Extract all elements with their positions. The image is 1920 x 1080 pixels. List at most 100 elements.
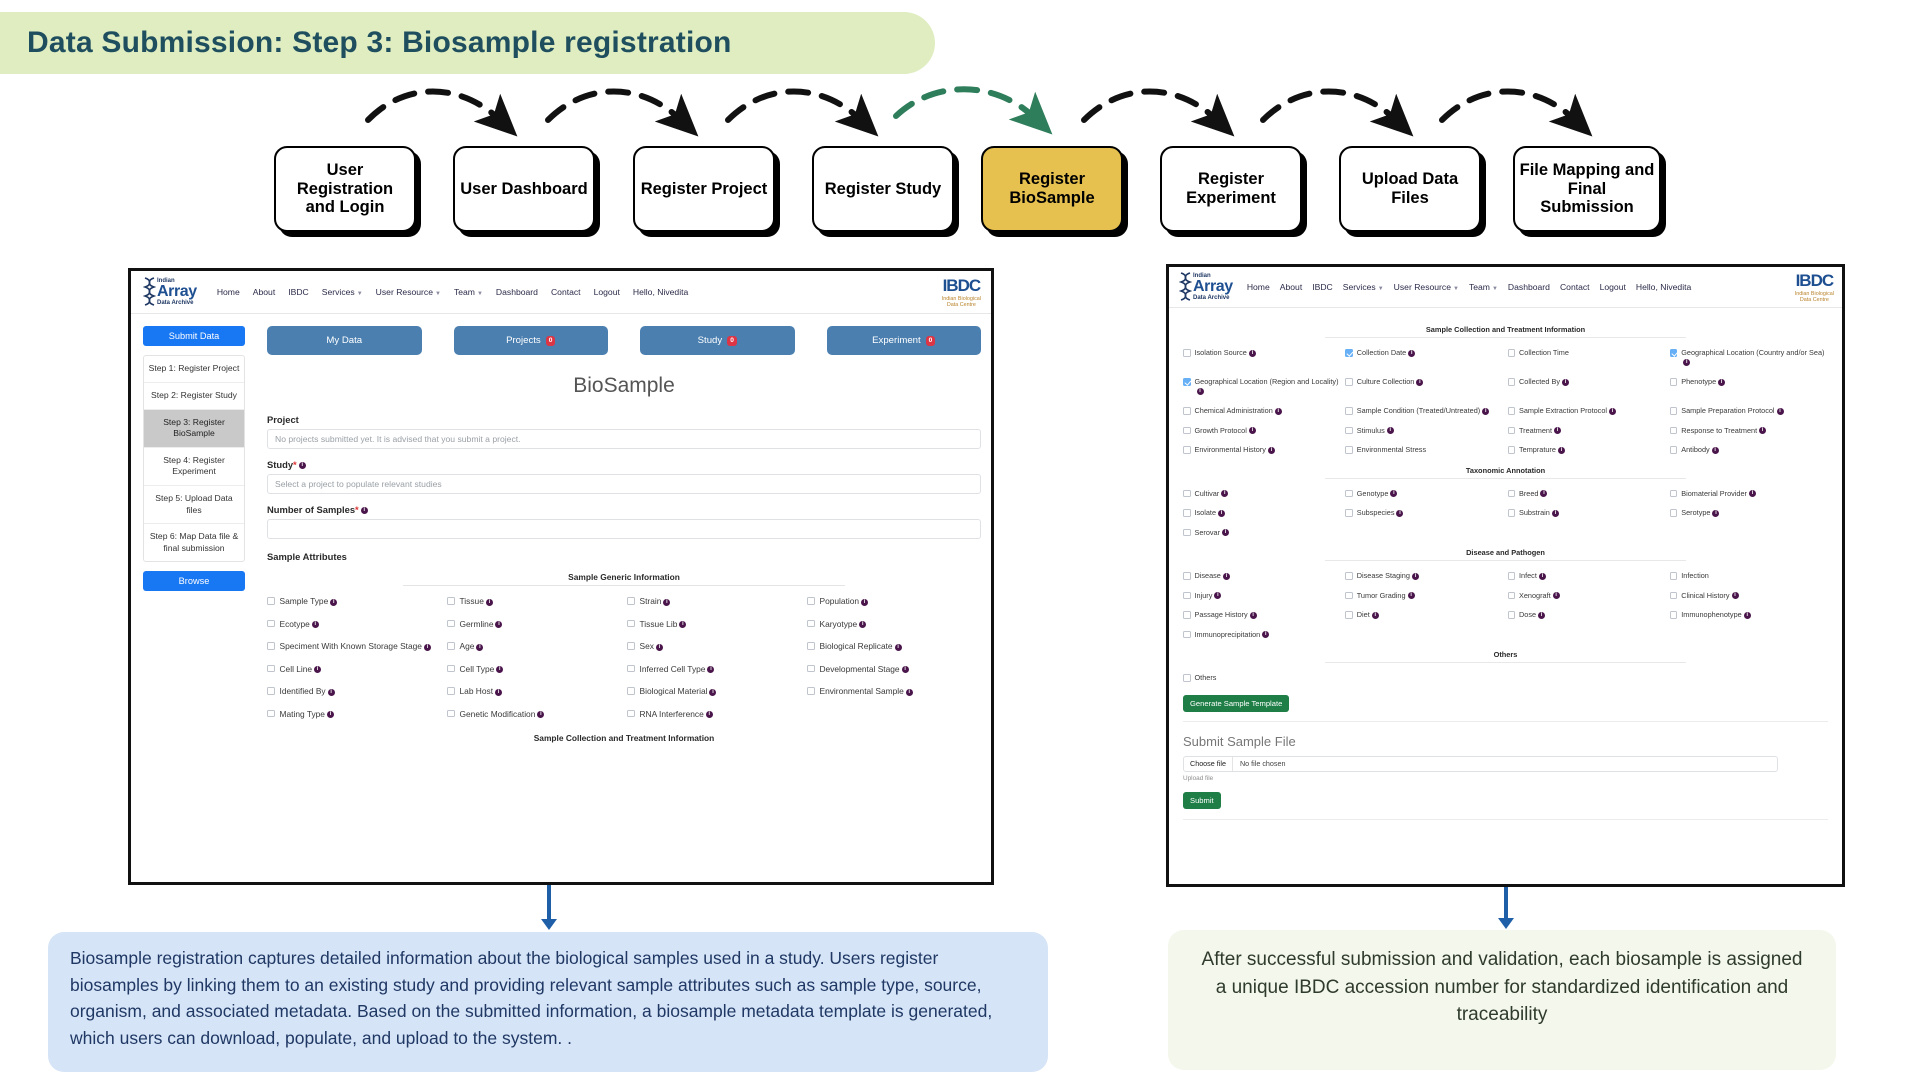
info-icon[interactable]: i — [655, 643, 663, 651]
checkbox-icon[interactable] — [1669, 407, 1678, 415]
info-icon[interactable]: i — [1712, 509, 1720, 517]
checkbox-icon[interactable] — [627, 642, 635, 650]
nav-item-services[interactable]: Services▼ — [321, 287, 363, 298]
brand-logo[interactable]: Indian Array Data Archive — [143, 277, 197, 307]
flow-step-upload-data-files[interactable]: Upload Data Files — [1339, 146, 1481, 232]
checkbox-icon[interactable] — [1507, 426, 1515, 435]
checkbox-icon[interactable] — [1183, 426, 1191, 435]
checkbox-icon[interactable] — [1669, 349, 1678, 357]
info-icon[interactable]: i — [1553, 427, 1561, 435]
info-icon[interactable]: i — [311, 621, 319, 629]
flow-step-register-study[interactable]: Register Study — [812, 146, 954, 232]
checkbox-icon[interactable] — [1183, 489, 1191, 498]
choose-file-button[interactable]: Choose file — [1184, 756, 1233, 771]
info-icon[interactable]: i — [1482, 407, 1490, 415]
info-icon[interactable]: i — [485, 598, 493, 606]
nav-item-contact[interactable]: Contact — [1559, 282, 1590, 293]
info-icon[interactable]: i — [901, 666, 909, 674]
flow-step-register-biosample[interactable]: Register BioSample — [981, 146, 1123, 232]
info-icon[interactable]: i — [859, 621, 867, 629]
checkbox-icon[interactable] — [1183, 378, 1191, 386]
checkbox-icon[interactable] — [1345, 407, 1353, 415]
info-icon[interactable]: i — [705, 711, 713, 719]
info-icon[interactable]: i — [663, 598, 671, 606]
flow-step-register-project[interactable]: Register Project — [633, 146, 775, 232]
checkbox-item[interactable]: Geographical Location (Region and Locali… — [1183, 377, 1341, 396]
info-icon[interactable]: i — [1411, 572, 1419, 580]
info-icon[interactable]: i — [1759, 427, 1767, 435]
info-icon[interactable]: i — [1267, 446, 1275, 454]
info-icon[interactable]: i — [1262, 631, 1270, 639]
nav-item-contact[interactable]: Contact — [550, 287, 581, 298]
checkbox-icon[interactable] — [267, 664, 275, 673]
info-icon[interactable]: i — [476, 643, 484, 651]
nav-item-dashboard[interactable]: Dashboard — [495, 287, 538, 298]
checkbox-icon[interactable] — [267, 687, 275, 695]
step-item-5[interactable]: Step 5: Upload Data files — [144, 486, 244, 525]
info-icon[interactable]: i — [1274, 407, 1282, 415]
checkbox-icon[interactable] — [1345, 489, 1353, 498]
info-icon[interactable]: i — [1557, 446, 1565, 454]
nav-item-ibdc[interactable]: IBDC — [288, 287, 309, 298]
checkbox-icon[interactable] — [1669, 426, 1678, 435]
checkbox-icon[interactable] — [627, 709, 635, 718]
submit-button[interactable]: Submit — [1183, 791, 1221, 809]
info-icon[interactable]: i — [1221, 490, 1229, 498]
nav-item-user-greeting[interactable]: Hello, Nivedita — [1635, 282, 1692, 293]
info-icon[interactable]: i — [1718, 378, 1726, 386]
info-icon[interactable]: i — [1731, 592, 1739, 600]
checkbox-item[interactable]: Collection Time — [1507, 348, 1666, 367]
info-icon[interactable]: i — [707, 666, 715, 674]
checkbox-icon[interactable] — [1345, 611, 1353, 619]
checkbox-icon[interactable] — [1345, 426, 1353, 435]
nav-item-ibdc[interactable]: IBDC — [1312, 282, 1333, 293]
info-icon[interactable]: i — [495, 621, 503, 629]
checkbox-icon[interactable] — [1183, 349, 1191, 357]
step-item-4[interactable]: Step 4: Register Experiment — [144, 448, 244, 486]
info-icon[interactable]: i — [1196, 388, 1204, 396]
checkbox-icon[interactable] — [447, 709, 455, 718]
number-of-samples-input[interactable] — [267, 519, 981, 540]
info-icon[interactable]: i — [326, 711, 334, 719]
step-item-3[interactable]: Step 3: Register BioSample — [144, 409, 244, 448]
checkbox-icon[interactable] — [1345, 591, 1353, 600]
checkbox-icon[interactable] — [627, 619, 635, 628]
submit-data-button[interactable]: Submit Data — [143, 326, 245, 347]
browse-button[interactable]: Browse — [143, 571, 245, 592]
info-icon[interactable]: i — [1711, 446, 1719, 454]
info-icon[interactable]: i — [1248, 427, 1256, 435]
checkbox-icon[interactable] — [267, 597, 275, 605]
info-icon[interactable]: i — [1218, 509, 1225, 517]
info-icon[interactable]: i — [905, 688, 913, 696]
checkbox-icon[interactable] — [267, 642, 275, 650]
info-icon[interactable]: i — [1683, 359, 1691, 367]
nav-item-about[interactable]: About — [252, 287, 276, 298]
